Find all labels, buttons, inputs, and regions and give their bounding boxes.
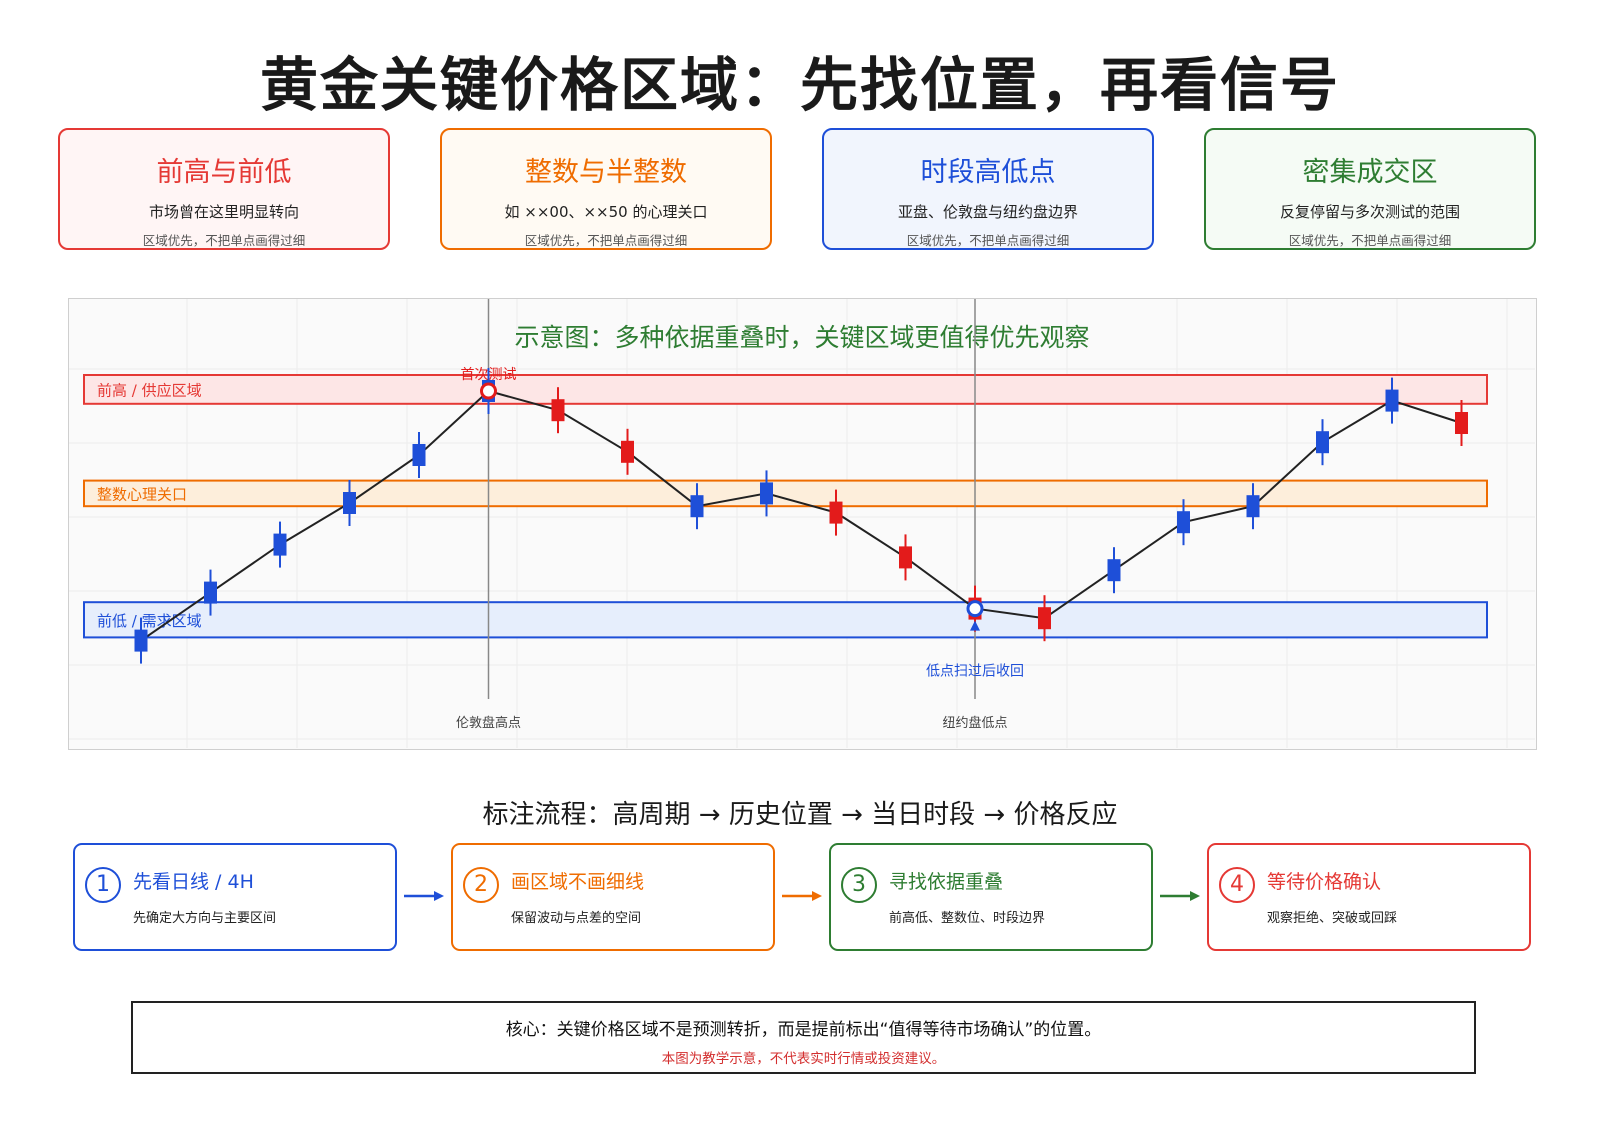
step-desc: 前高低、整数位、时段边界 bbox=[889, 911, 1046, 926]
candle-body bbox=[760, 482, 773, 505]
core-summary-box: 核心：关键价格区域不是预测转折，而是提前标出“值得等待市场确认”的位置。 本图为… bbox=[131, 1001, 1476, 1074]
step-number: 3 bbox=[841, 867, 877, 903]
card-note: 区域优先，不把单点画得过细 bbox=[524, 233, 688, 248]
first-test-label: 首次测试 bbox=[461, 367, 517, 383]
card-volume-cluster: 密集成交区 反复停留与多次测试的范围 区域优先，不把单点画得过细 bbox=[1204, 128, 1536, 250]
chart-title: 示意图：多种依据重叠时，关键区域更值得优先观察 bbox=[514, 323, 1089, 352]
candle-body bbox=[412, 444, 426, 466]
arrow-right-icon bbox=[782, 891, 822, 901]
card-desc: 亚盘、伦敦盘与纽约盘边界 bbox=[897, 203, 1078, 221]
candle-body bbox=[1246, 495, 1260, 518]
step-desc: 先确定大方向与主要区间 bbox=[133, 911, 277, 926]
price-zone bbox=[83, 601, 1488, 639]
disclaimer-text: 本图为教学示意，不代表实时行情或投资建议。 bbox=[661, 1051, 946, 1067]
sweep-label: 低点扫过后收回 bbox=[926, 664, 1024, 680]
step-4: 4 等待价格确认 观察拒绝、突破或回踩 bbox=[1207, 843, 1531, 951]
step-title: 等待价格确认 bbox=[1267, 871, 1382, 893]
card-title: 时段高低点 bbox=[920, 157, 1056, 188]
price-path-line bbox=[140, 389, 1462, 642]
card-round-numbers: 整数与半整数 如 ××00、××50 的心理关口 区域优先，不把单点画得过细 bbox=[440, 128, 772, 250]
card-session-high-low: 时段高低点 亚盘、伦敦盘与纽约盘边界 区域优先，不把单点画得过细 bbox=[822, 128, 1154, 250]
step-1: 1 先看日线 / 4H 先确定大方向与主要区间 bbox=[73, 843, 397, 951]
candle-body bbox=[829, 501, 843, 524]
zone-label: 前低 / 需求区域 bbox=[97, 612, 202, 630]
candle-body bbox=[1455, 412, 1468, 434]
chart-panel: 前高 / 供应区域整数心理关口前低 / 需求区域 示意图：多种依据重叠时，关键区… bbox=[68, 298, 1537, 750]
candle-body bbox=[204, 581, 217, 604]
card-desc: 市场曾在这里明显转向 bbox=[148, 203, 299, 221]
session-label: 纽约盘低点 bbox=[942, 715, 1007, 731]
zone-label: 整数心理关口 bbox=[97, 485, 187, 503]
candle-body bbox=[1316, 431, 1329, 454]
step-3: 3 寻找依据重叠 前高低、整数位、时段边界 bbox=[829, 843, 1153, 951]
candle-body bbox=[134, 629, 148, 652]
step-title: 先看日线 / 4H bbox=[133, 871, 254, 893]
card-title: 整数与半整数 bbox=[525, 157, 687, 188]
candle-body bbox=[1385, 389, 1399, 412]
chart-grid bbox=[69, 299, 1535, 748]
candle-body bbox=[551, 399, 565, 422]
arrow-right-icon bbox=[1160, 891, 1200, 901]
candle-body bbox=[1107, 559, 1121, 582]
candle-body bbox=[343, 492, 356, 514]
candle-body bbox=[1038, 607, 1051, 630]
step-title: 寻找依据重叠 bbox=[889, 871, 1004, 893]
candle-body bbox=[690, 495, 704, 518]
card-desc: 反复停留与多次测试的范围 bbox=[1279, 203, 1460, 221]
card-title: 密集成交区 bbox=[1302, 157, 1438, 188]
card-note: 区域优先，不把单点画得过细 bbox=[1288, 233, 1452, 248]
sweep-marker bbox=[966, 600, 984, 618]
step-number: 4 bbox=[1219, 867, 1255, 903]
step-number: 1 bbox=[85, 867, 121, 903]
price-zone bbox=[83, 374, 1488, 405]
candle-body bbox=[273, 533, 287, 556]
card-note: 区域优先，不把单点画得过细 bbox=[142, 233, 306, 248]
session-lines: 伦敦盘高点 纽约盘低点 bbox=[456, 299, 1008, 731]
step-title: 画区域不画细线 bbox=[511, 871, 645, 893]
card-title: 前高与前低 bbox=[156, 157, 292, 188]
core-text: 核心：关键价格区域不是预测转折，而是提前标出“值得等待市场确认”的位置。 bbox=[505, 1020, 1102, 1040]
session-label: 伦敦盘高点 bbox=[456, 715, 521, 731]
step-desc: 保留波动与点差的空间 bbox=[511, 911, 642, 926]
flow-title: 标注流程：高周期 → 历史位置 → 当日时段 → 价格反应 bbox=[482, 800, 1118, 830]
sweep-arrow-icon bbox=[970, 620, 980, 631]
candle-body bbox=[621, 440, 634, 463]
zone-label: 前高 / 供应区域 bbox=[97, 381, 202, 399]
card-note: 区域优先，不把单点画得过细 bbox=[906, 233, 1070, 248]
candle-body bbox=[1177, 511, 1190, 534]
card-previous-high-low: 前高与前低 市场曾在这里明显转向 区域优先，不把单点画得过细 bbox=[58, 128, 390, 250]
step-desc: 观察拒绝、突破或回踩 bbox=[1267, 911, 1398, 926]
card-desc: 如 ××00、××50 的心理关口 bbox=[504, 203, 708, 221]
step-2: 2 画区域不画细线 保留波动与点差的空间 bbox=[451, 843, 775, 951]
candle-body bbox=[899, 546, 912, 569]
page-title: 黄金关键价格区域：先找位置，再看信号 bbox=[259, 51, 1340, 119]
arrow-right-icon bbox=[404, 891, 444, 901]
step-number: 2 bbox=[463, 867, 499, 903]
first-test-marker bbox=[480, 382, 497, 400]
